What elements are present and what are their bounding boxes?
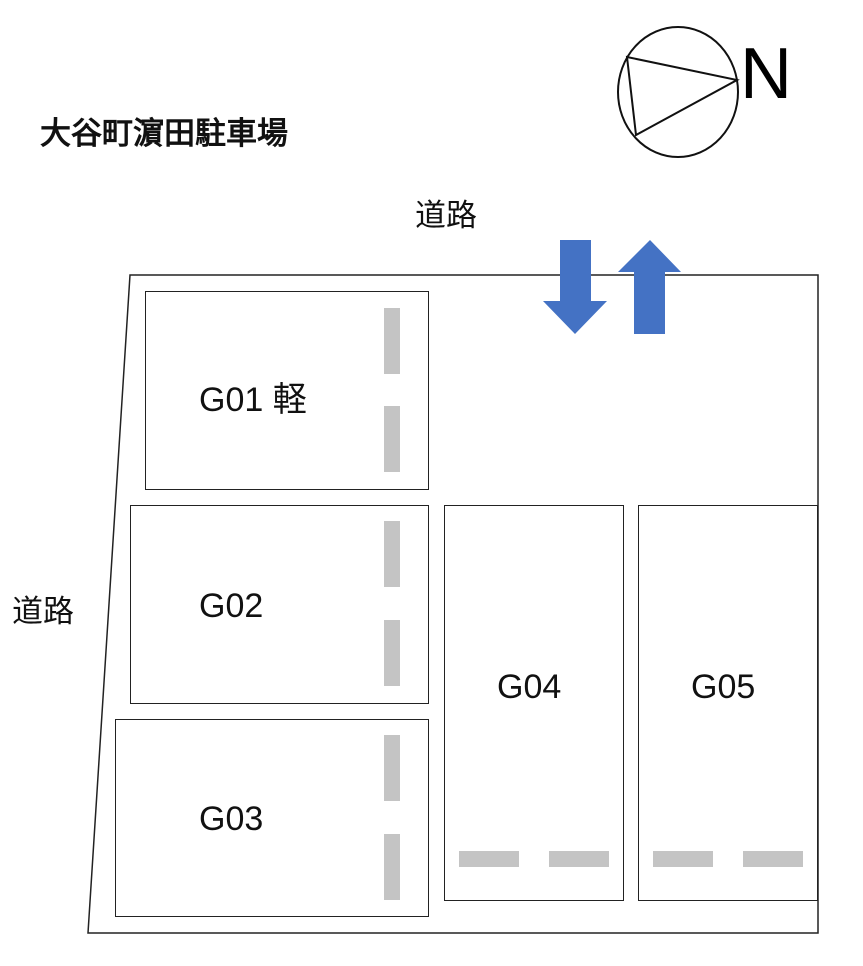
parking-stall-g04: [444, 505, 624, 901]
road-label-top: 道路: [415, 198, 477, 234]
stall-marking-g01-bottom: [384, 406, 400, 472]
stall-marking-g04-left: [459, 851, 519, 867]
entry-arrow-down-icon: [543, 240, 607, 334]
parking-stall-g03: [115, 719, 429, 917]
parking-stall-g01: [145, 291, 429, 490]
stall-marking-g05-right: [743, 851, 803, 867]
stall-marking-g01-top: [384, 308, 400, 374]
parking-stall-g02: [130, 505, 429, 704]
stall-label-g01: G01 軽: [199, 381, 307, 419]
road-label-left: 道路: [12, 594, 74, 630]
compass-north-label: N: [740, 34, 792, 114]
stall-marking-g03-bottom: [384, 834, 400, 900]
stall-label-g03: G03: [199, 800, 264, 838]
compass-icon: [617, 26, 740, 158]
stall-label-g02: G02: [199, 587, 264, 625]
stall-marking-g05-left: [653, 851, 713, 867]
stall-marking-g02-top: [384, 521, 400, 587]
stall-marking-g03-top: [384, 735, 400, 801]
parking-stall-g05: [638, 505, 818, 901]
stall-marking-g04-right: [549, 851, 609, 867]
page-title: 大谷町濵田駐車場: [40, 116, 288, 152]
stall-marking-g02-bottom: [384, 620, 400, 686]
stall-label-g04: G04: [497, 668, 562, 706]
stall-label-g05: G05: [691, 668, 756, 706]
exit-arrow-up-icon: [618, 240, 681, 334]
